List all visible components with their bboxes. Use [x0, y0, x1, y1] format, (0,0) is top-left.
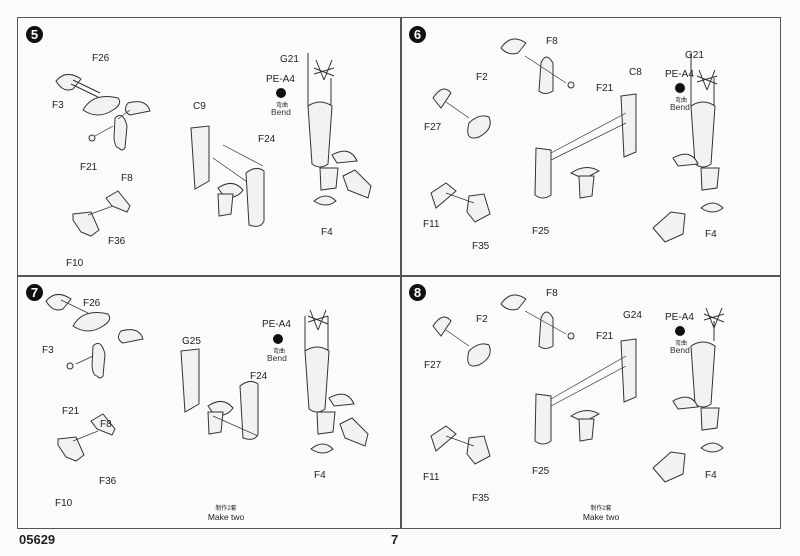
bend-label: Bend	[267, 353, 287, 363]
part-label: F11	[423, 219, 440, 230]
part-label: F4	[314, 470, 326, 481]
part-label: F8	[121, 173, 133, 184]
instruction-sheet: 5 F26 F3 F21 F8 C9 F24 F36 F10 F4 G21 PE…	[17, 17, 781, 529]
part-label: F4	[705, 229, 717, 240]
page-number: 7	[391, 532, 399, 547]
part-label: G25	[182, 336, 201, 347]
part-label: F8	[100, 419, 112, 430]
photo-etch-label: PE-A4	[266, 74, 295, 85]
part-label: F24	[250, 371, 268, 382]
photo-etch-label: PE-A4	[665, 312, 694, 323]
part-label: F35	[472, 493, 490, 504]
part-label: F8	[546, 36, 558, 47]
part-label: F21	[596, 83, 614, 94]
step-6-panel: 6 F8 F2 F21 C8 F27 F11 F35 F25 F4 G21 PE…	[401, 18, 782, 274]
part-label: F21	[62, 406, 80, 417]
part-label: F21	[596, 331, 614, 342]
panel-divider-horizontal	[18, 275, 780, 277]
step-number-badge: 7	[26, 284, 43, 301]
part-label: F3	[52, 100, 64, 111]
part-label: F10	[66, 258, 84, 269]
part-label: F21	[80, 162, 98, 173]
bend-label-cn: 弯曲	[675, 98, 688, 104]
part-label: F25	[532, 226, 550, 237]
step-7-panel: 7 F26 F3 F21 F8 G25 F24 F36 F10 F4 PE-A4…	[18, 276, 399, 532]
part-label: F36	[99, 476, 117, 487]
kit-code: 05629	[19, 532, 56, 547]
step-7-assembly-drawing	[45, 294, 369, 462]
step-number-badge: 6	[409, 26, 426, 43]
step-5-panel: 5 F26 F3 F21 F8 C9 F24 F36 F10 F4 G21 PE…	[18, 18, 399, 274]
make-two-note: 制作2套 Make two	[561, 503, 641, 522]
part-label: F4	[321, 227, 333, 238]
part-label: F11	[423, 472, 440, 483]
bend-label-cn: 弯曲	[276, 103, 289, 109]
part-label: F8	[546, 288, 558, 299]
part-label: F35	[472, 241, 490, 252]
part-label: C9	[193, 101, 206, 112]
part-label: G24	[623, 310, 642, 321]
step-number-badge: 5	[26, 26, 43, 43]
step-number-badge: 8	[409, 284, 426, 301]
make-two-note-en: Make two	[207, 512, 245, 522]
part-label: F26	[92, 53, 110, 64]
bend-icon	[273, 334, 283, 344]
bend-icon	[675, 326, 685, 336]
part-label: F25	[532, 466, 550, 477]
part-label: F24	[258, 134, 276, 145]
part-label: F2	[476, 314, 488, 325]
photo-etch-label: PE-A4	[262, 319, 291, 330]
step-8-assembly-drawing	[430, 294, 725, 483]
part-label: F3	[42, 345, 54, 356]
bend-label-cn: 弯曲	[273, 349, 286, 355]
step-5-assembly-drawing	[55, 53, 372, 237]
bend-label: Bend	[670, 345, 690, 355]
make-two-note-cn: 制作2套	[590, 506, 612, 512]
make-two-note-en: Make two	[582, 512, 620, 522]
make-two-note: 制作2套 Make two	[186, 503, 266, 522]
part-label: F10	[55, 498, 73, 509]
part-label: G21	[280, 54, 299, 65]
bend-label-cn: 弯曲	[675, 341, 688, 347]
photo-etch-label: PE-A4	[665, 69, 694, 80]
bend-label: Bend	[271, 107, 291, 117]
part-label: F4	[705, 470, 717, 481]
step-6-assembly-drawing	[430, 38, 724, 243]
make-two-note-cn: 制作2套	[215, 506, 237, 512]
part-label: F27	[424, 360, 442, 371]
bend-label: Bend	[670, 102, 690, 112]
part-label: G21	[685, 50, 704, 61]
step-8-panel: 8 F8 F2 F21 G24 F27 F11 F35 F25 F4 PE-A4…	[401, 276, 782, 532]
part-label: F2	[476, 72, 488, 83]
panel-divider-vertical	[400, 18, 402, 528]
part-label: C8	[629, 67, 642, 78]
bend-icon	[276, 88, 286, 98]
part-label: F27	[424, 122, 442, 133]
part-label: F36	[108, 236, 126, 247]
bend-icon	[675, 83, 685, 93]
part-label: F26	[83, 298, 101, 309]
